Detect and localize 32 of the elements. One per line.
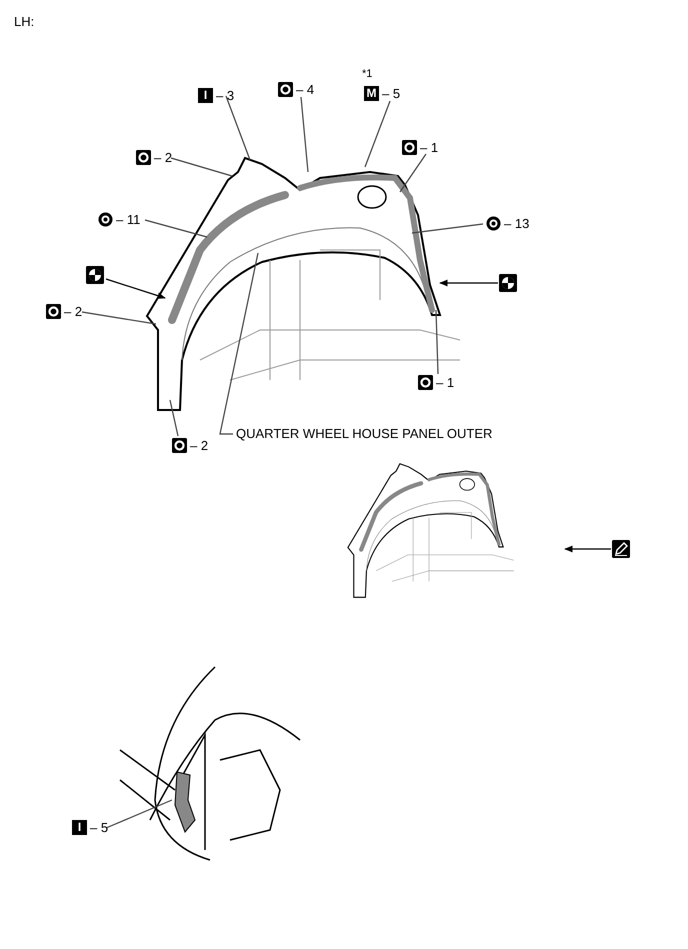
callout-number: – 1	[436, 376, 454, 390]
callout-number: – 3	[216, 88, 234, 102]
leader-line	[300, 96, 309, 172]
leader-line	[412, 223, 484, 234]
part-name: QUARTER WHEEL HOUSE PANEL OUTER	[236, 427, 492, 441]
callout-number: – 2	[190, 438, 208, 452]
callout-number: – 4	[296, 82, 314, 96]
leader-line	[106, 799, 172, 829]
weld-symbol: I	[72, 820, 87, 835]
arrow	[106, 278, 166, 299]
callout-number: – 2	[154, 150, 172, 164]
leader-line	[364, 100, 391, 168]
leader-line	[435, 310, 439, 374]
weld-symbol: M	[364, 86, 379, 101]
leader-line	[225, 96, 251, 160]
leader-line	[170, 157, 232, 177]
callout-number: – 1	[420, 140, 438, 154]
leader-line	[169, 400, 179, 436]
leader-line	[82, 311, 156, 325]
arrow	[564, 546, 611, 552]
leader-line	[400, 154, 426, 192]
callout-number: – 11	[116, 212, 140, 226]
leader-line	[219, 252, 259, 435]
callout-number: – 13	[504, 216, 530, 230]
callout-number: – 5	[90, 820, 108, 834]
leader-line	[144, 219, 208, 238]
callout-number: – 5	[382, 86, 400, 100]
side-label: LH:	[14, 14, 34, 29]
callout-number: – 2	[64, 304, 82, 318]
footnote-mark: *1	[362, 68, 372, 80]
weld-symbol: I	[198, 88, 213, 103]
arrow	[439, 280, 498, 286]
